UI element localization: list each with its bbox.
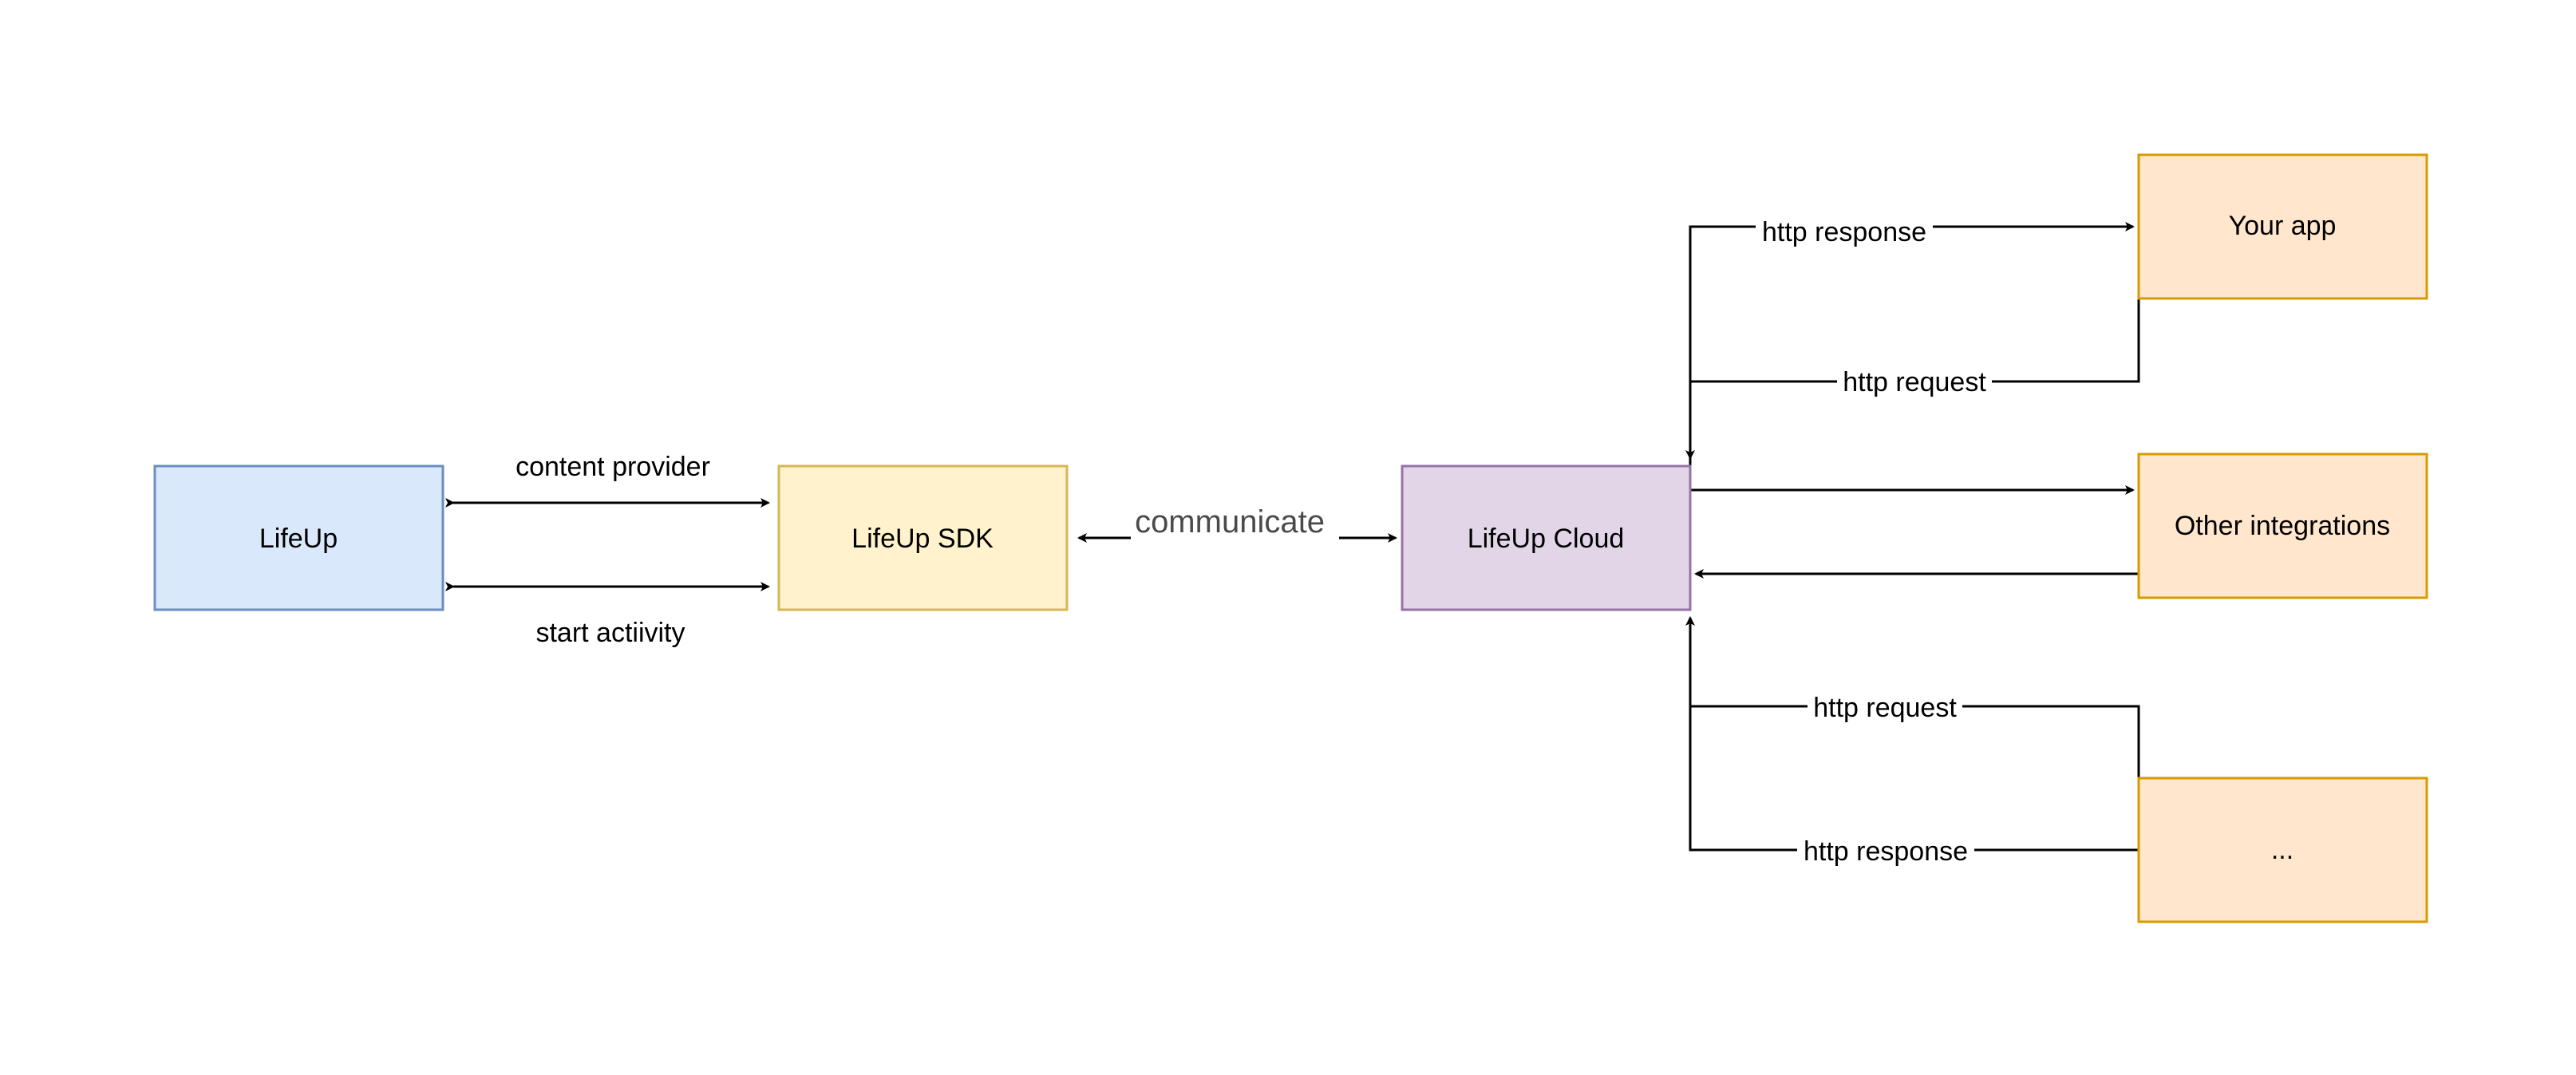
more-box — [2137, 777, 2428, 923]
label-your-app-response: http response — [1762, 217, 1926, 247]
label-start-activity: start actiivity — [535, 618, 685, 648]
lifeup-box — [153, 464, 444, 611]
your-app-label: Your app — [2229, 211, 2337, 241]
label-more-response: http response — [1804, 836, 1968, 867]
more-label: ... — [2271, 835, 2294, 865]
edge-labels: content provider start actiivity communi… — [516, 212, 1992, 867]
node-lifeup-sdk[interactable]: LifeUp SDK — [777, 464, 1069, 611]
node-lifeup-cloud[interactable]: LifeUp Cloud — [1401, 464, 1692, 611]
lifeup-label: LifeUp — [259, 524, 338, 554]
label-content-provider: content provider — [516, 452, 710, 482]
node-more[interactable]: ... — [2137, 777, 2428, 923]
node-other-integrations[interactable]: Other integrations — [2137, 453, 2428, 599]
node-your-app[interactable]: Your app — [2137, 153, 2428, 300]
other-integrations-box — [2137, 453, 2428, 599]
lifeup-cloud-box — [1401, 464, 1692, 611]
label-communicate: communicate — [1135, 504, 1325, 539]
edge-more-response — [1689, 706, 2139, 852]
other-integrations-label: Other integrations — [2175, 511, 2390, 541]
lifeup-sdk-box — [777, 464, 1069, 611]
edge-your-app-response — [1689, 222, 2135, 466]
node-lifeup[interactable]: LifeUp — [153, 464, 444, 611]
label-more-request: http request — [1813, 693, 1957, 723]
label-your-app-request: http request — [1843, 367, 1986, 397]
lifeup-sdk-label: LifeUp SDK — [851, 524, 994, 554]
your-app-box — [2137, 153, 2428, 300]
lifeup-cloud-label: LifeUp Cloud — [1468, 524, 1625, 554]
